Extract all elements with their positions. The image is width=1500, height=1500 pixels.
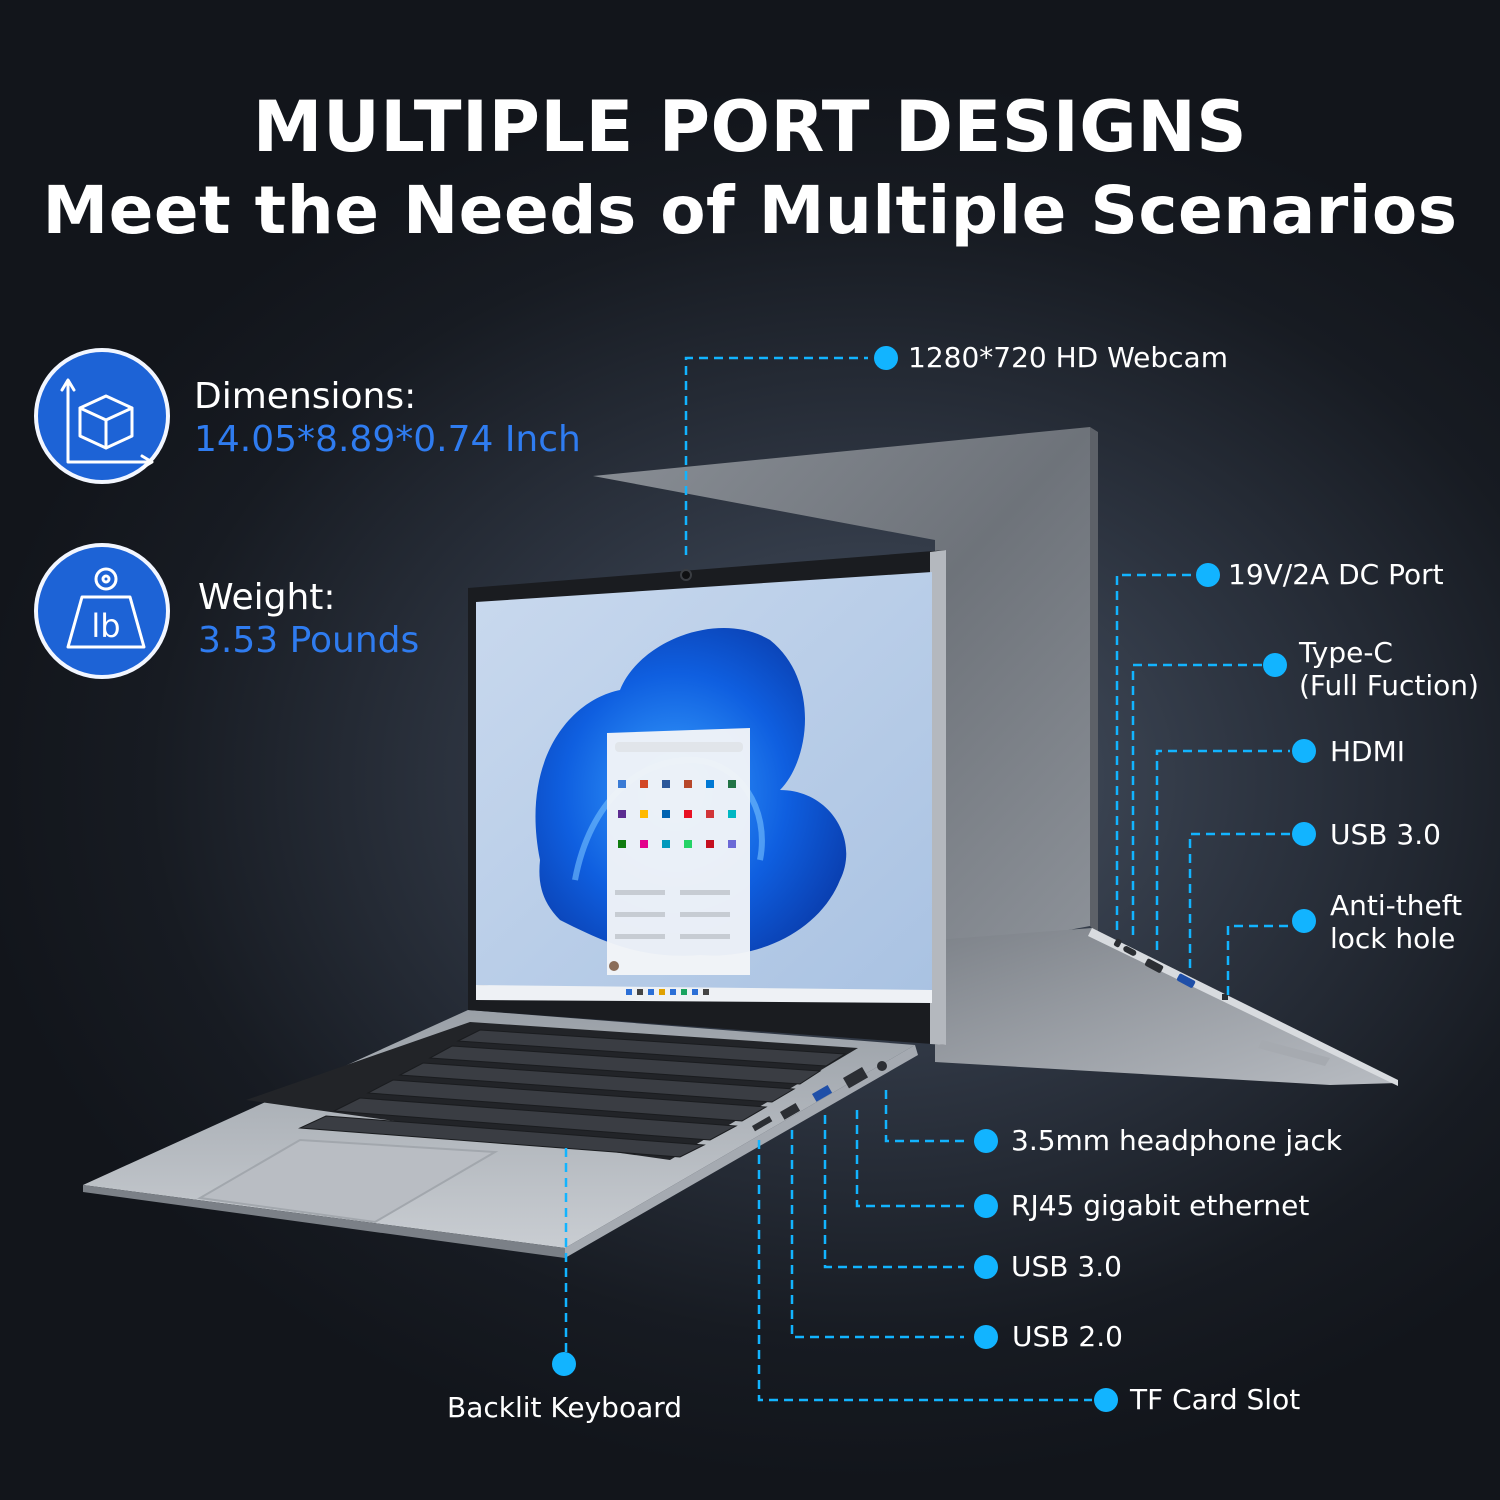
dimensions-label: Dimensions: (194, 376, 417, 417)
weight-value: 3.53 Pounds (198, 620, 420, 661)
dot-usb20 (974, 1325, 998, 1349)
touchpad (196, 1138, 499, 1224)
callout-rj45: RJ45 gigabit ethernet (1011, 1189, 1310, 1222)
callout-dc-port: 19V/2A DC Port (1228, 558, 1444, 591)
dot-headphone (974, 1129, 998, 1153)
callout-anti-theft: Anti-theft lock hole (1330, 889, 1462, 955)
webcam-lens (680, 569, 692, 581)
dot-tf-card (1094, 1388, 1118, 1412)
dot-type-c (1263, 653, 1287, 677)
callout-webcam: 1280*720 HD Webcam (908, 341, 1228, 374)
weight-icon-text: lb (91, 607, 120, 645)
rear-laptop-lid (593, 427, 1090, 955)
callout-usb20: USB 2.0 (1012, 1320, 1123, 1353)
callout-headphone: 3.5mm headphone jack (1011, 1124, 1342, 1157)
dot-dc-port (1196, 563, 1220, 587)
callout-usb30-right: USB 3.0 (1330, 818, 1441, 851)
callout-usb30-left: USB 3.0 (1011, 1250, 1122, 1283)
dot-anti-theft (1292, 909, 1316, 933)
callout-anti-theft-line2: lock hole (1330, 922, 1456, 955)
callout-type-c: Type-C (Full Fuction) (1299, 636, 1479, 702)
dimensions-value: 14.05*8.89*0.74 Inch (194, 419, 581, 460)
callout-type-c-line1: Type-C (1299, 636, 1393, 669)
weight-badge: lb (34, 543, 170, 679)
headline-secondary: Meet the Needs of Multiple Scenarios (42, 172, 1458, 249)
cube-dimensions-icon (60, 378, 154, 470)
dot-webcam (874, 346, 898, 370)
callout-keyboard: Backlit Keyboard (447, 1391, 683, 1424)
callout-tf-card: TF Card Slot (1130, 1383, 1301, 1416)
weight-lb-icon: lb (66, 567, 146, 649)
dot-keyboard (552, 1352, 576, 1376)
dimensions-badge (34, 348, 170, 484)
dot-hdmi (1292, 739, 1316, 763)
dot-rj45 (974, 1194, 998, 1218)
weight-label: Weight: (198, 577, 336, 618)
callout-hdmi: HDMI (1330, 735, 1406, 768)
dot-usb30-left (974, 1255, 998, 1279)
dot-usb30-right (1292, 822, 1316, 846)
callout-anti-theft-line1: Anti-theft (1330, 889, 1463, 922)
headline-primary: MULTIPLE PORT DESIGNS (252, 86, 1248, 168)
callout-type-c-line2: (Full Fuction) (1299, 669, 1479, 702)
